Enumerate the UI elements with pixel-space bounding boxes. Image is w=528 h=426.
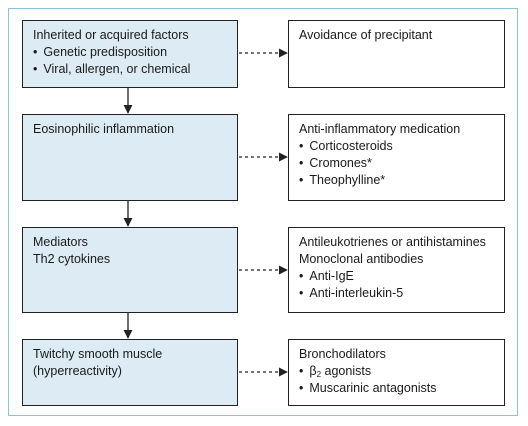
treatment-bullet-beta-agonists: β2 agonists bbox=[299, 363, 494, 380]
treatment-bullet: Corticosteroids bbox=[299, 138, 494, 155]
treatment-bullet: Muscarinic antagonists bbox=[299, 380, 494, 397]
cause-subtitle: (hyperreactivity) bbox=[33, 364, 122, 378]
cause-title: Eosinophilic inflammation bbox=[33, 122, 175, 136]
treatment-bullet-list: Anti-IgE Anti-interleukin-5 bbox=[299, 268, 494, 302]
treatment-box-anti-inflammatory: Anti-inflammatory medication Corticoster… bbox=[288, 114, 505, 201]
diagram-frame bbox=[8, 8, 518, 416]
cause-box-twitchy-smooth-muscle: Twitchy smooth muscle (hyperreactivity) bbox=[22, 339, 238, 406]
cause-subtitle: Th2 cytokines bbox=[33, 252, 111, 266]
cause-bullet: Genetic predisposition bbox=[33, 44, 227, 61]
cause-box-eosinophilic-inflammation: Eosinophilic inflammation bbox=[22, 114, 238, 201]
cause-bullet-list: Genetic predisposition Viral, allergen, … bbox=[33, 44, 227, 78]
treatment-bullet: Anti-interleukin-5 bbox=[299, 285, 494, 302]
treatment-box-bronchodilators: Bronchodilators β2 agonists Muscarinic a… bbox=[288, 339, 505, 406]
treatment-title: Avoidance of precipitant bbox=[299, 28, 433, 42]
cause-bullet: Viral, allergen, or chemical bbox=[33, 61, 227, 78]
treatment-box-avoidance: Avoidance of precipitant bbox=[288, 20, 505, 88]
treatment-bullet: Cromones* bbox=[299, 155, 494, 172]
cause-box-inherited-factors: Inherited or acquired factors Genetic pr… bbox=[22, 20, 238, 88]
treatment-bullet-list: β2 agonists Muscarinic antagonists bbox=[299, 363, 494, 397]
treatment-subtitle: Monoclonal antibodies bbox=[299, 252, 424, 266]
cause-title: Mediators bbox=[33, 235, 88, 249]
beta-symbol: β bbox=[309, 364, 317, 378]
beta-subscript: 2 bbox=[316, 370, 322, 379]
treatment-box-antileukotrienes: Antileukotrienes or antihistamines Monoc… bbox=[288, 227, 505, 313]
cause-title: Twitchy smooth muscle bbox=[33, 347, 163, 361]
treatment-title: Bronchodilators bbox=[299, 347, 386, 361]
treatment-bullet: Theophylline* bbox=[299, 172, 494, 189]
beta-agonists-text: agonists bbox=[321, 364, 372, 378]
treatment-title: Antileukotrienes or antihistamines bbox=[299, 235, 486, 249]
cause-box-mediators: Mediators Th2 cytokines bbox=[22, 227, 238, 313]
treatment-title: Anti-inflammatory medication bbox=[299, 122, 461, 136]
treatment-bullet-list: Corticosteroids Cromones* Theophylline* bbox=[299, 138, 494, 189]
treatment-bullet: Anti-IgE bbox=[299, 268, 494, 285]
cause-title: Inherited or acquired factors bbox=[33, 28, 189, 42]
